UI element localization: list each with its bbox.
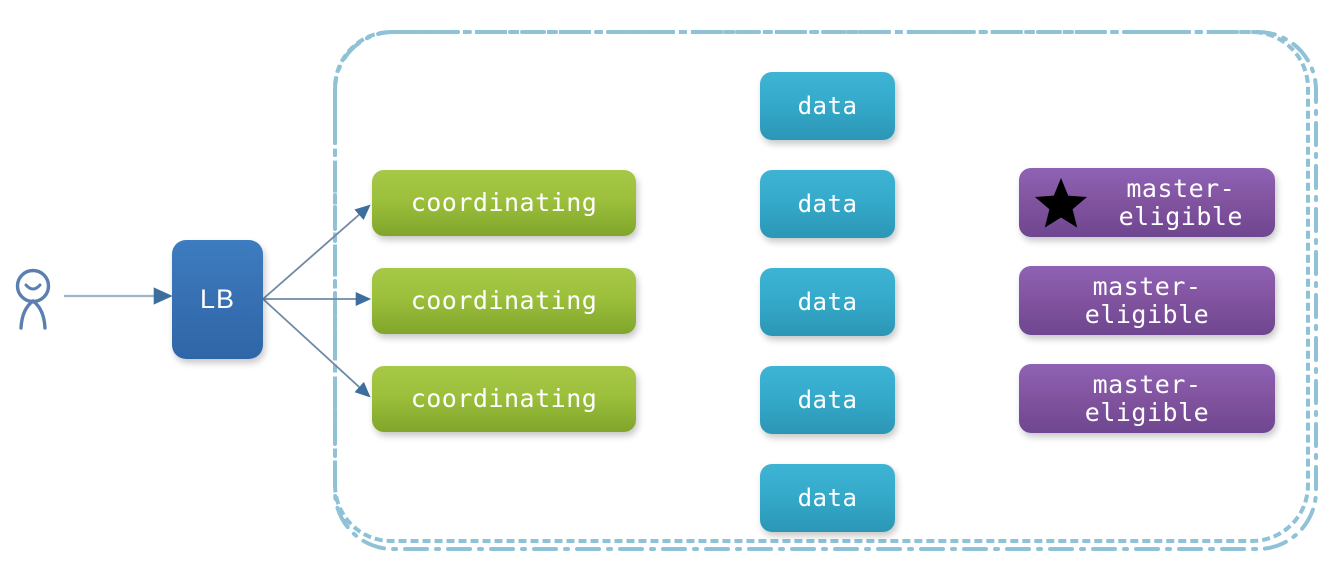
star-icon — [1035, 177, 1087, 228]
coordinating-node-3[interactable]: coordinating — [372, 366, 636, 432]
data-node-2[interactable]: data — [760, 170, 895, 238]
coordinating-node-label: coordinating — [410, 384, 598, 413]
data-node-4[interactable]: data — [760, 366, 895, 434]
data-node-label: data — [797, 483, 858, 512]
data-node-label: data — [797, 189, 858, 218]
master-eligible-label: master- eligible — [1084, 369, 1210, 427]
data-node-5[interactable]: data — [760, 464, 895, 532]
coordinating-node-1[interactable]: coordinating — [372, 170, 636, 236]
master-eligible-label: master- eligible — [1118, 173, 1243, 231]
user-person-icon — [8, 268, 64, 330]
coordinating-node-label: coordinating — [410, 286, 598, 315]
master-eligible-node-3[interactable]: master- eligible — [1019, 364, 1275, 433]
master-eligible-label: master- eligible — [1084, 271, 1210, 329]
load-balancer-label: LB — [199, 284, 236, 315]
data-node-1[interactable]: data — [760, 72, 895, 140]
coordinating-node-2[interactable]: coordinating — [372, 268, 636, 334]
load-balancer-node[interactable]: LB — [172, 240, 263, 359]
coordinating-node-label: coordinating — [410, 188, 598, 217]
data-node-label: data — [797, 91, 858, 120]
data-node-label: data — [797, 287, 858, 316]
master-eligible-node-1[interactable]: master- eligible — [1019, 168, 1275, 237]
data-node-label: data — [797, 385, 858, 414]
master-eligible-node-2[interactable]: master- eligible — [1019, 266, 1275, 335]
data-node-3[interactable]: data — [760, 268, 895, 336]
